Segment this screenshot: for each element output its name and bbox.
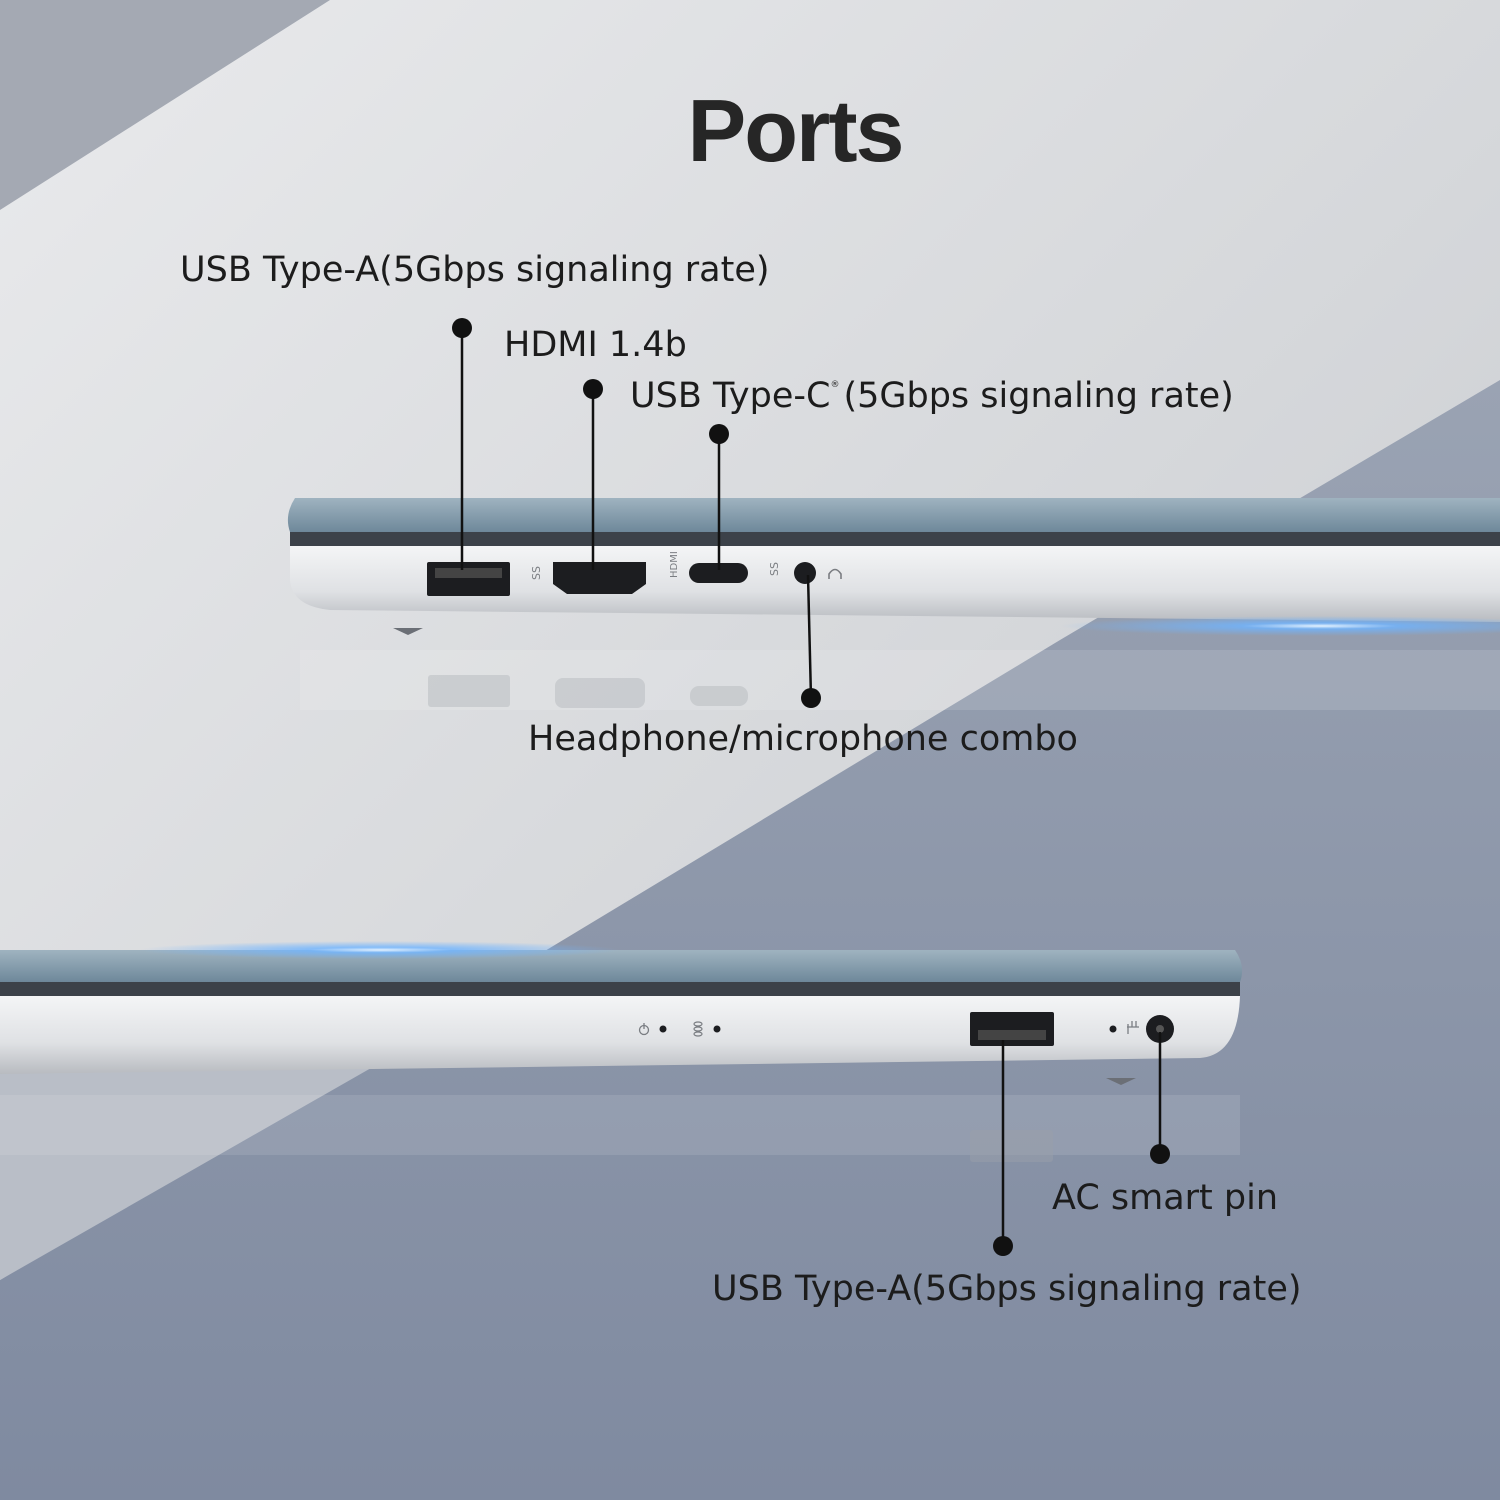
ss-mark-c: SS (768, 562, 781, 576)
laptop-left-side: SS HDMI SS (287, 498, 1500, 710)
storage-activity-icon (693, 1021, 703, 1037)
label-headphone-combo: Headphone/microphone combo (528, 719, 1078, 759)
headphone-icon (828, 568, 842, 579)
laptop-body-right (0, 996, 1240, 1074)
callout-dots (452, 318, 1170, 1256)
usb-c-port (689, 563, 748, 583)
ss-mark: SS (530, 566, 543, 580)
label-usb-c: USB Type-C®(5Gbps signaling rate) (630, 379, 1234, 414)
laptop-right-side: SS (0, 941, 1243, 1162)
registered-mark: ® (830, 380, 840, 390)
laptop-hinge (290, 532, 1500, 546)
charge-plug-icon (1127, 1021, 1139, 1034)
laptop-lid (287, 498, 1500, 532)
laptop-hinge-right (0, 982, 1240, 996)
label-usb-a-top: USB Type-A(5Gbps signaling rate) (180, 250, 770, 290)
label-usb-c-rate: (5Gbps signaling rate) (843, 376, 1234, 416)
page-title: Ports (687, 81, 905, 180)
label-hdmi: HDMI 1.4b (504, 325, 687, 365)
charge-led (1109, 1025, 1117, 1033)
background-dark-plane (0, 380, 1500, 1500)
usb-a-port (427, 562, 510, 596)
hdmi-mark: HDMI (669, 551, 680, 578)
hdmi-port (553, 562, 646, 594)
edge-glow-right (140, 941, 620, 959)
usb-a-port-right (970, 1012, 1054, 1046)
background-top-left-wedge (0, 0, 330, 210)
label-usb-a-bottom: USB Type-A(5Gbps signaling rate) (712, 1269, 1302, 1309)
activity-led (713, 1025, 721, 1033)
headphone-jack (794, 562, 816, 584)
label-ac-smart-pin: AC smart pin (1052, 1178, 1279, 1218)
power-led (659, 1025, 667, 1033)
label-usb-c-name: USB Type-C (630, 376, 831, 416)
callouts (460, 328, 1162, 1246)
callout-line-headphone (806, 574, 813, 699)
edge-glow (1060, 616, 1500, 636)
power-icon (638, 1023, 650, 1036)
